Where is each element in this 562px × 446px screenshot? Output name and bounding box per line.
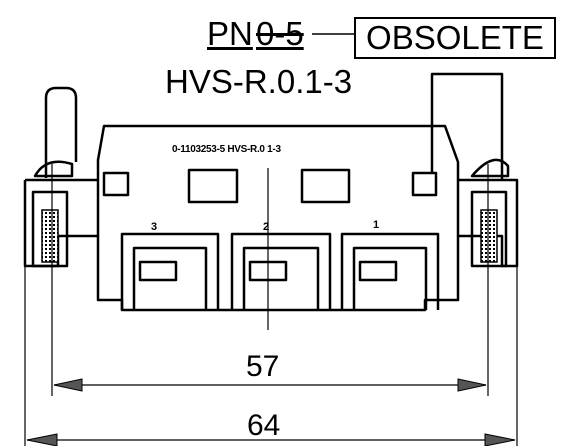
arrow-57-left [53,378,83,392]
dimension-57: 57 [246,350,280,383]
pin-cavity-1 [340,232,440,310]
window-2 [187,168,239,204]
pin-label-3: 3 [151,221,158,233]
pin-label-2: 2 [263,221,270,233]
arrow-64-right [484,433,516,446]
right-ear [470,190,508,268]
right-latch [430,72,504,180]
obsolete-status-box: OBSOLETE [354,17,556,59]
part-code: HVS-R.0.1-3 [165,63,353,100]
right-screw-head [470,158,510,178]
housing-lower [96,236,460,312]
left-latch [44,86,78,178]
window-3 [300,168,351,204]
pn-old-value: 0-5 [256,15,304,52]
arrow-57-right [457,378,487,392]
pin-cavity-3 [120,232,220,310]
pin-label-1: 1 [373,219,380,231]
window-4 [411,171,438,197]
pin-cavity-2 [230,232,332,310]
pn-label: PN [207,15,253,52]
window-1 [102,171,130,197]
left-screw-head [33,160,74,178]
left-ear [31,190,69,268]
arrow-64-left [26,433,58,446]
left-thread [41,209,59,263]
body-marking: 0-1103253-5 HVS-R.0 1-3 [172,144,281,155]
right-thread [480,209,498,263]
dimension-64: 64 [247,409,281,442]
